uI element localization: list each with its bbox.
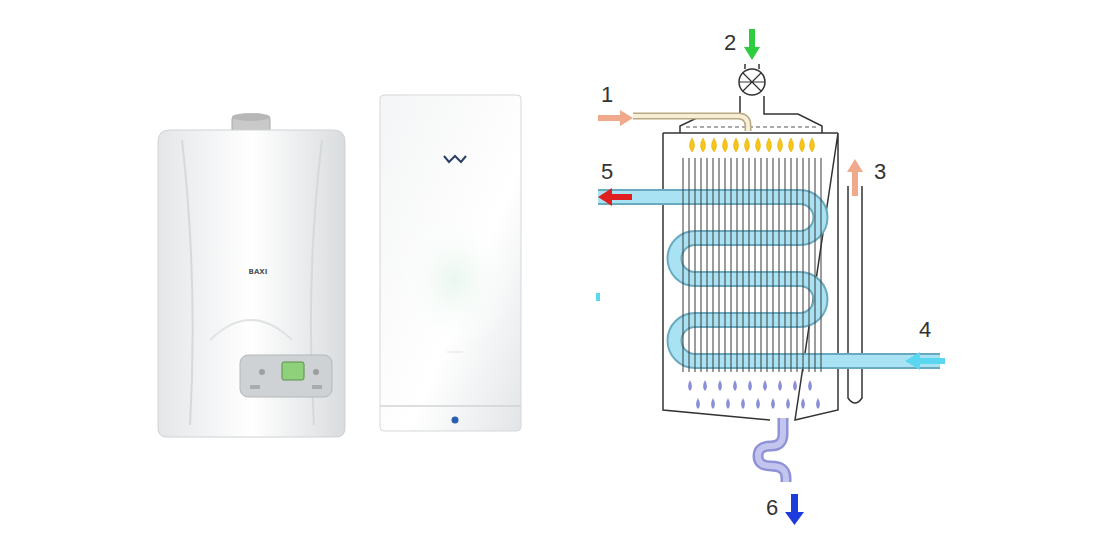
fan-blades [739,73,765,91]
exchanger-fins [683,158,821,372]
hot-water-outlet-arrow [598,188,632,206]
gas-inlet-arrow [598,110,633,126]
brand-name: BAXI [249,269,268,276]
condensate-outlet-arrow [785,494,804,525]
panel-line [447,352,463,353]
boiler-casing [380,95,521,431]
panel-line [182,140,193,425]
exhaust-arrow [847,159,863,196]
gas-pipe [633,116,748,131]
callout-number: 6 [766,497,778,519]
exhaust-pipe [848,186,862,403]
cold-water-inlet-arrow [905,352,945,370]
fan-symbol [739,69,765,95]
air-inlet-arrow [744,29,760,60]
button [259,369,265,375]
boiler-casing [158,130,345,437]
callout-number: 3 [874,161,886,183]
brand-logo [444,156,466,162]
burner-flames [690,138,815,152]
boiler-photo [158,113,345,437]
condensate-trap [758,418,786,482]
button [312,385,322,389]
flue-top [232,113,270,121]
lcd-display [282,362,304,380]
surface-glow [395,210,515,350]
callout-number: 5 [601,161,613,183]
callout-number: 1 [601,84,613,106]
panel-line [210,320,292,340]
button [313,369,319,375]
air-inlet [745,64,759,69]
condensate-trap [758,418,786,482]
button [250,385,260,389]
housing-top [663,132,838,134]
gas-pipe [633,116,748,131]
condensing-boiler-schematic [598,29,945,525]
control-panel [240,355,332,397]
heat-exchanger-coil [598,197,940,361]
power-button [452,417,459,424]
panel-line [380,405,521,407]
condensate-drops [688,380,820,409]
mark [596,293,600,301]
heat-exchanger-coil [598,197,940,361]
callout-number: 4 [919,319,931,341]
callout-number: 2 [724,32,736,54]
boiler-photo [380,95,521,431]
